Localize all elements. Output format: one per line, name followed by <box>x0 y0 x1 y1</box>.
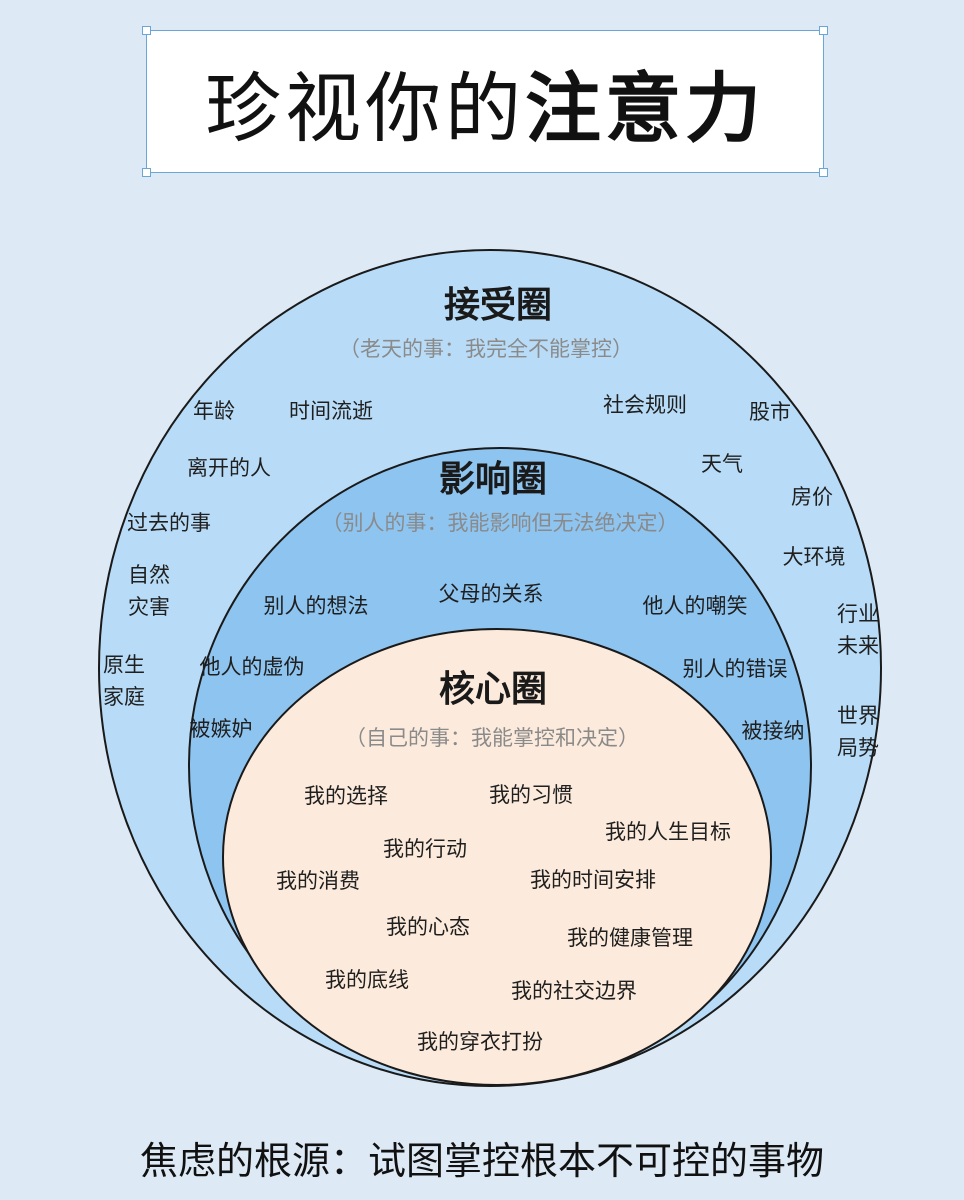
influence-item: 他人的嘲笑 <box>642 594 748 618</box>
core-item: 我的时间安排 <box>530 868 656 892</box>
influence-item: 被接纳 <box>741 719 805 743</box>
title-box: 珍视你的注意力 <box>142 26 828 177</box>
influence-item: 被嫉妒 <box>189 717 253 741</box>
resize-handle-top-left[interactable] <box>142 26 151 35</box>
influence-subtitle: （别人的事：我能影响但无法绝决定） <box>321 511 679 535</box>
core-item: 我的选择 <box>304 784 388 808</box>
resize-handle-top-right[interactable] <box>819 26 828 35</box>
resize-handle-bottom-left[interactable] <box>142 168 151 177</box>
influence-item: 父母的关系 <box>438 582 544 606</box>
title-light: 珍视你的 <box>205 63 525 153</box>
core-heading: 核心圈 <box>438 669 548 710</box>
core-item: 我的社交边界 <box>511 979 637 1003</box>
accept-item: 大环境 <box>782 545 846 569</box>
accept-item: 天气 <box>701 452 743 476</box>
core-item: 我的人生目标 <box>605 820 731 844</box>
accept-item: 世界 局势 <box>837 704 879 760</box>
core-subtitle: （自己的事：我能掌控和决定） <box>345 726 639 750</box>
accept-item: 行业 未来 <box>837 602 879 658</box>
influence-item: 他人的虚伪 <box>199 655 305 679</box>
influence-item: 别人的想法 <box>263 594 369 618</box>
core-item: 我的消费 <box>276 869 360 893</box>
accept-item: 原生 家庭 <box>103 653 145 709</box>
page-title: 珍视你的注意力 <box>205 47 765 157</box>
accept-item: 时间流逝 <box>289 399 373 423</box>
influence-heading: 影响圈 <box>438 459 548 500</box>
core-item: 我的穿衣打扮 <box>417 1030 543 1054</box>
accept-item: 自然 灾害 <box>128 563 170 619</box>
accept-item: 房价 <box>791 485 833 509</box>
core-item: 我的习惯 <box>489 783 573 807</box>
core-circle <box>222 628 772 1086</box>
core-item: 我的行动 <box>383 837 467 861</box>
accept-item: 过去的事 <box>127 511 211 535</box>
core-item: 我的底线 <box>325 968 409 992</box>
resize-handle-bottom-right[interactable] <box>819 168 828 177</box>
title-bold: 注意力 <box>525 63 765 153</box>
accept-item: 离开的人 <box>187 456 271 480</box>
accept-subtitle: （老天的事：我完全不能掌控） <box>339 337 633 361</box>
influence-item: 别人的错误 <box>682 657 788 681</box>
core-item: 我的心态 <box>386 915 470 939</box>
accept-item: 年龄 <box>193 399 235 423</box>
accept-heading: 接受圈 <box>443 285 553 326</box>
core-item: 我的健康管理 <box>567 926 693 950</box>
accept-item: 社会规则 <box>603 393 687 417</box>
footer-caption: 焦虑的根源：试图掌控根本不可控的事物 <box>139 1139 824 1183</box>
accept-item: 股市 <box>749 400 791 424</box>
